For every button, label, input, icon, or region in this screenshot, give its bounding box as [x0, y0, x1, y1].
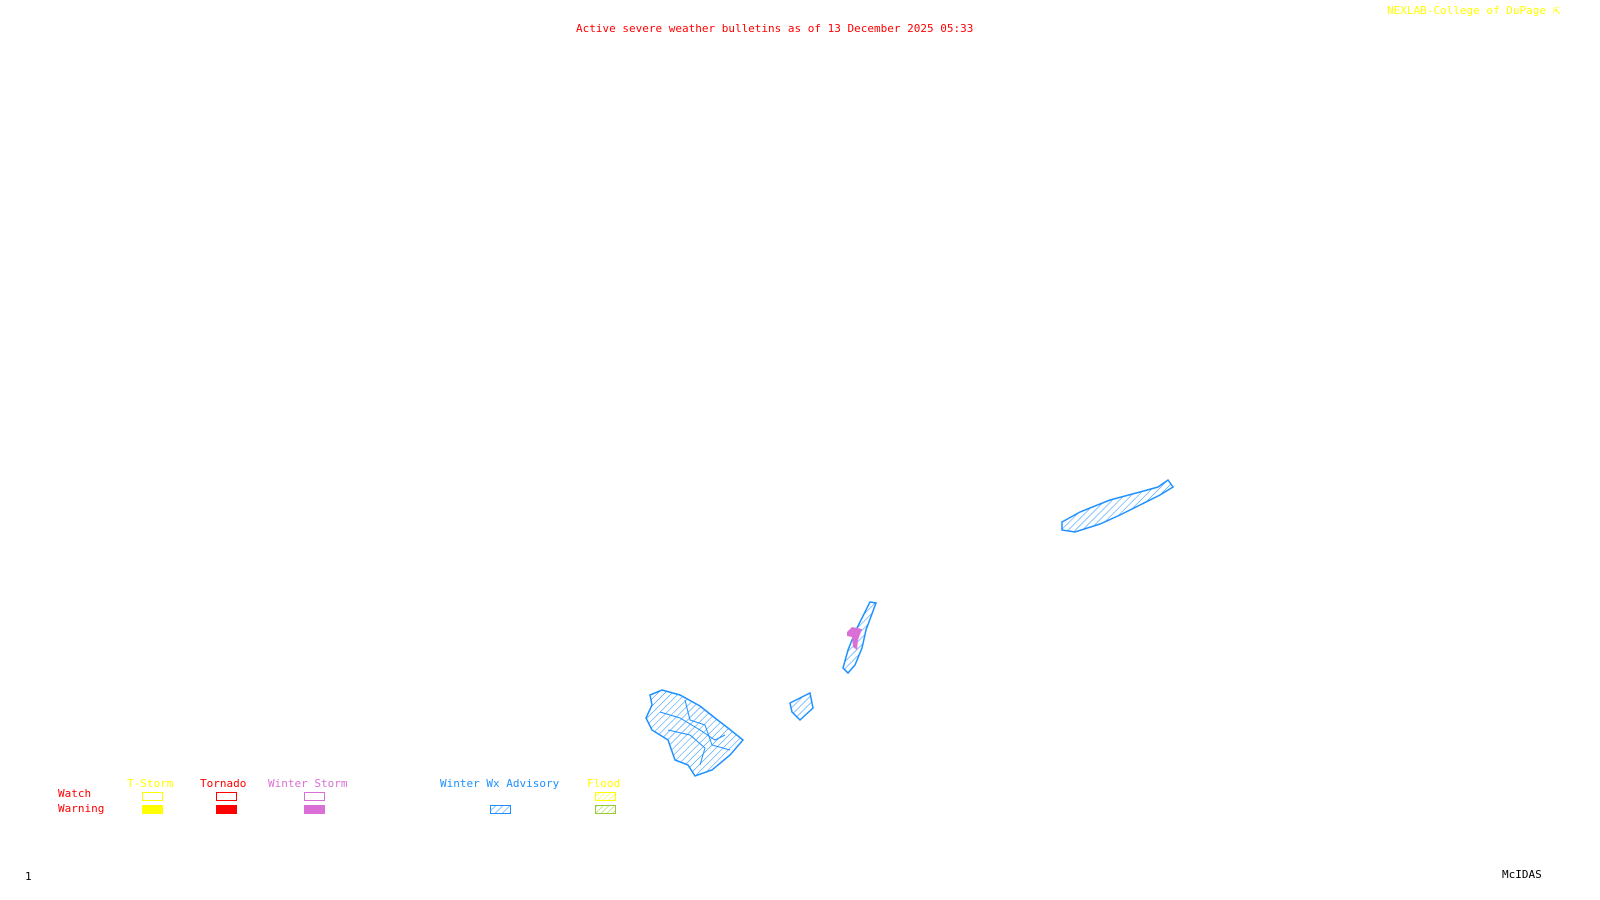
corner-arrow-icon: ⇱: [1553, 3, 1561, 17]
advisory-area-small: [789, 691, 814, 722]
software-label: McIDAS: [1502, 868, 1542, 881]
legend-winter-advisory: Winter Wx Advisory: [440, 777, 560, 790]
legend-winter-storm: Winter Storm: [268, 777, 348, 790]
winter-storm-warning-swatch: [304, 805, 325, 814]
legend-tornado: Tornado: [200, 777, 247, 790]
tstorm-warning-swatch: [142, 805, 163, 814]
county-border: [684, 699, 731, 751]
tornado-watch-swatch: [216, 792, 237, 801]
advisory-area-southwest: [645, 689, 745, 777]
legend-watch-row: Watch: [58, 787, 92, 800]
map-title: Active severe weather bulletins as of 13…: [576, 22, 974, 35]
flood-warning-swatch: [595, 805, 616, 814]
tstorm-watch-swatch: [142, 792, 163, 801]
winter-storm-watch-swatch: [304, 792, 325, 801]
county-border: [667, 729, 706, 766]
advisory-area-long-island: [1061, 478, 1175, 533]
flood-watch-swatch: [595, 792, 616, 801]
tornado-warning-swatch: [216, 805, 237, 814]
credit-label: NEXLAB-College of DuPage: [1387, 4, 1546, 17]
frame-number: 1: [25, 870, 32, 883]
advisory-area-strip: [842, 601, 878, 675]
county-border: [659, 711, 726, 741]
legend-warning-row: Warning: [58, 802, 105, 815]
legend-tstorm: T-Storm: [127, 777, 174, 790]
winter-storm-warning-area: [847, 627, 862, 650]
legend-flood: Flood: [587, 777, 621, 790]
advisory-swatch: [490, 805, 511, 814]
